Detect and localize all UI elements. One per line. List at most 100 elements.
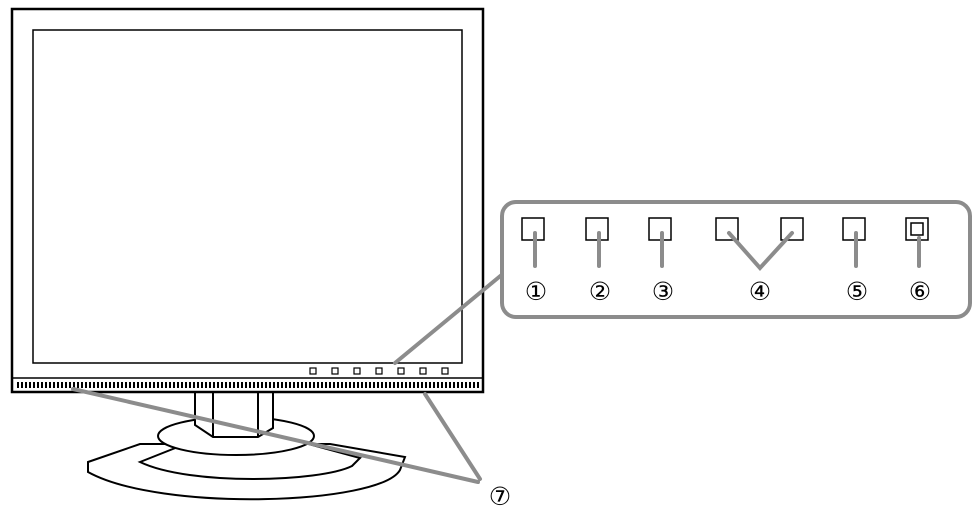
grille-slot bbox=[169, 382, 171, 388]
bezel-button[interactable] bbox=[375, 367, 383, 375]
grille-slot bbox=[341, 382, 343, 388]
grille-slot bbox=[213, 382, 215, 388]
grille-slot bbox=[321, 382, 323, 388]
grille-slot bbox=[89, 382, 91, 388]
grille-slot bbox=[237, 382, 239, 388]
grille-slot bbox=[21, 382, 23, 388]
grille-slot bbox=[137, 382, 139, 388]
grille-slot bbox=[277, 382, 279, 388]
grille-slot bbox=[269, 382, 271, 388]
grille-slot bbox=[349, 382, 351, 388]
grille-slot bbox=[325, 382, 327, 388]
grille-slot bbox=[65, 382, 67, 388]
callout-4: ④ bbox=[749, 277, 771, 306]
bezel-button[interactable] bbox=[331, 367, 339, 375]
grille-slot bbox=[145, 382, 147, 388]
callout-7: ⑦ bbox=[489, 482, 511, 511]
grille-slot bbox=[221, 382, 223, 388]
grille-slot bbox=[165, 382, 167, 388]
grille-slot bbox=[181, 382, 183, 388]
grille-slot bbox=[29, 382, 31, 388]
grille-slot bbox=[281, 382, 283, 388]
speaker-grille bbox=[17, 382, 479, 388]
grille-slot bbox=[445, 382, 447, 388]
power-indicator bbox=[910, 222, 924, 236]
grille-slot bbox=[353, 382, 355, 388]
grille-slot bbox=[25, 382, 27, 388]
grille-slot bbox=[457, 382, 459, 388]
grille-slot bbox=[77, 382, 79, 388]
bezel-button[interactable] bbox=[309, 367, 317, 375]
grille-slot bbox=[357, 382, 359, 388]
grille-slot bbox=[337, 382, 339, 388]
grille-slot bbox=[121, 382, 123, 388]
grille-slot bbox=[17, 382, 19, 388]
grille-slot bbox=[225, 382, 227, 388]
grille-slot bbox=[249, 382, 251, 388]
grille-slot bbox=[425, 382, 427, 388]
grille-slot bbox=[201, 382, 203, 388]
grille-slot bbox=[41, 382, 43, 388]
grille-slot bbox=[293, 382, 295, 388]
grille-slot bbox=[433, 382, 435, 388]
grille-slot bbox=[261, 382, 263, 388]
bezel-button[interactable] bbox=[353, 367, 361, 375]
grille-slot bbox=[61, 382, 63, 388]
grille-slot bbox=[381, 382, 383, 388]
grille-slot bbox=[441, 382, 443, 388]
grille-slot bbox=[185, 382, 187, 388]
grille-slot bbox=[57, 382, 59, 388]
grille-slot bbox=[401, 382, 403, 388]
grille-slot bbox=[469, 382, 471, 388]
grille-slot bbox=[473, 382, 475, 388]
grille-slot bbox=[361, 382, 363, 388]
grille-slot bbox=[377, 382, 379, 388]
grille-slot bbox=[329, 382, 331, 388]
grille-slot bbox=[157, 382, 159, 388]
bezel-button[interactable] bbox=[441, 367, 449, 375]
grille-slot bbox=[365, 382, 367, 388]
grille-slot bbox=[305, 382, 307, 388]
grille-slot bbox=[85, 382, 87, 388]
grille-slot bbox=[189, 382, 191, 388]
grille-slot bbox=[345, 382, 347, 388]
callout-1: ① bbox=[525, 277, 547, 306]
grille-slot bbox=[453, 382, 455, 388]
grille-slot bbox=[241, 382, 243, 388]
grille-slot bbox=[205, 382, 207, 388]
front-panel-buttons bbox=[309, 367, 449, 375]
grille-slot bbox=[265, 382, 267, 388]
grille-slot bbox=[73, 382, 75, 388]
monitor-screen bbox=[32, 29, 463, 364]
grille-slot bbox=[217, 382, 219, 388]
grille-slot bbox=[229, 382, 231, 388]
grille-slot bbox=[465, 382, 467, 388]
grille-slot bbox=[101, 382, 103, 388]
grille-slot bbox=[45, 382, 47, 388]
grille-slot bbox=[113, 382, 115, 388]
grille-slot bbox=[153, 382, 155, 388]
grille-slot bbox=[69, 382, 71, 388]
grille-slot bbox=[161, 382, 163, 388]
grille-slot bbox=[133, 382, 135, 388]
grille-slot bbox=[313, 382, 315, 388]
grille-slot bbox=[173, 382, 175, 388]
callout-2: ② bbox=[589, 277, 611, 306]
grille-slot bbox=[53, 382, 55, 388]
grille-slot bbox=[141, 382, 143, 388]
grille-slot bbox=[429, 382, 431, 388]
grille-slot bbox=[333, 382, 335, 388]
callout-5: ⑤ bbox=[846, 277, 868, 306]
bezel-button[interactable] bbox=[419, 367, 427, 375]
callout-3: ③ bbox=[652, 277, 674, 306]
grille-slot bbox=[393, 382, 395, 388]
callout-6: ⑥ bbox=[909, 277, 931, 306]
grille-slot bbox=[389, 382, 391, 388]
grille-slot bbox=[109, 382, 111, 388]
grille-slot bbox=[105, 382, 107, 388]
grille-slot bbox=[297, 382, 299, 388]
bezel-button[interactable] bbox=[397, 367, 405, 375]
grille-slot bbox=[209, 382, 211, 388]
grille-slot bbox=[385, 382, 387, 388]
